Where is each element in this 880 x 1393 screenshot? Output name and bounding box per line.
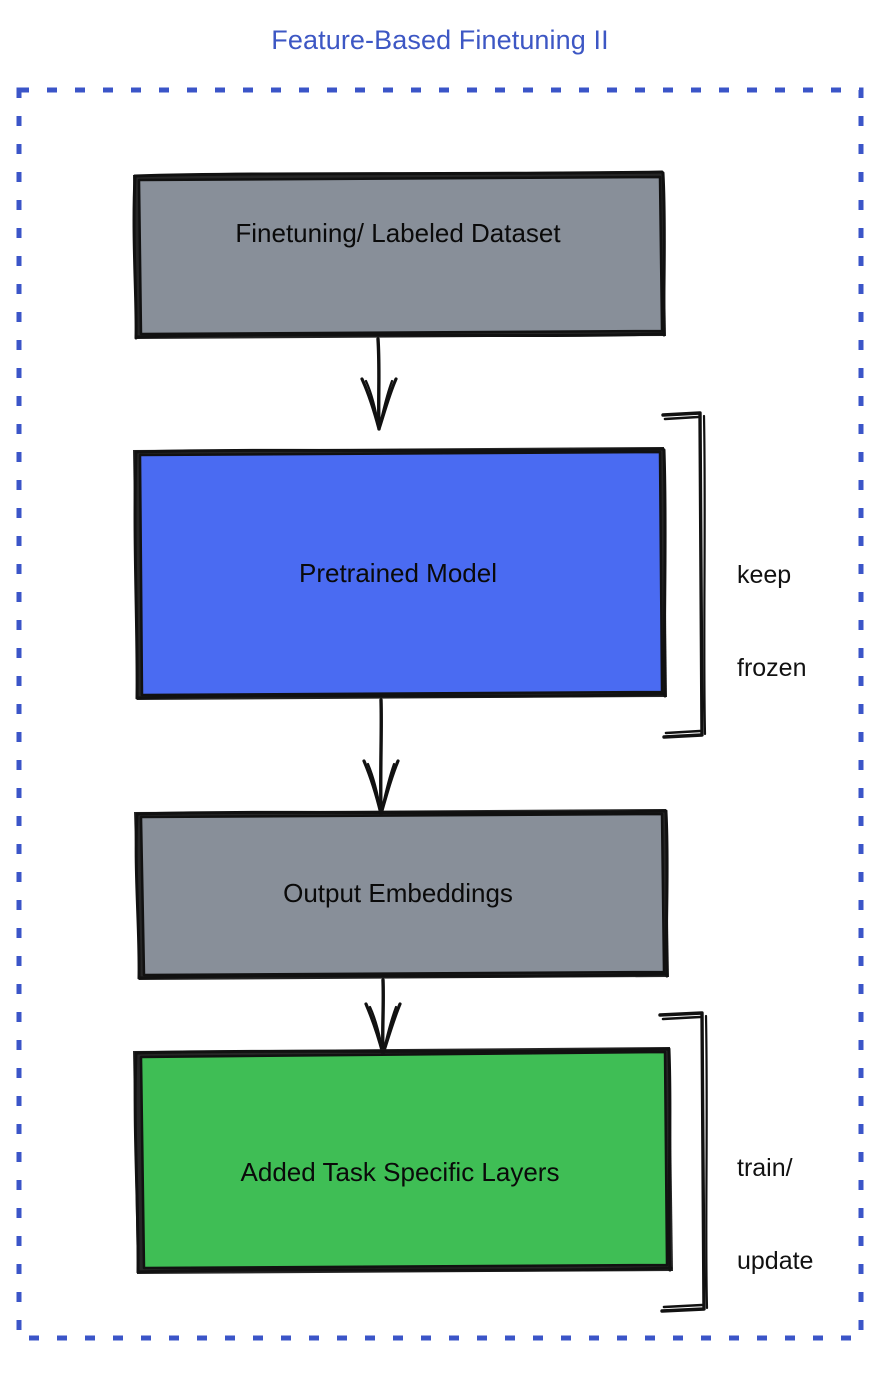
node-pretrained-sketch-edge-top xyxy=(134,447,665,454)
node-pretrained-sketch-edge-right xyxy=(662,448,667,698)
node-embeddings[interactable] xyxy=(134,809,669,980)
node-dataset[interactable] xyxy=(132,170,666,340)
node-added-layers-sketch-edge-right xyxy=(667,1048,672,1272)
edge-1-arrow-down xyxy=(360,337,398,431)
node-dataset-sketch-edge-bottom xyxy=(135,332,665,339)
annotation-train-update-line2: update xyxy=(737,1247,814,1276)
annotation-keep-frozen: keep frozen xyxy=(737,497,806,747)
node-pretrained-sketch-edge-bottom xyxy=(135,692,666,700)
node-dataset-sketch-edge-left xyxy=(132,174,138,340)
node-pretrained-sketch-edge-left xyxy=(133,450,139,700)
annotation-train-update-line1: train/ xyxy=(737,1153,793,1182)
node-pretrained-body xyxy=(138,450,664,697)
node-added-layers[interactable] xyxy=(133,1047,673,1274)
node-embeddings-sketch-edge-bottom xyxy=(137,972,669,980)
node-dataset-body xyxy=(137,175,664,336)
node-dataset-sketch-edge-right xyxy=(661,171,666,337)
node-pretrained[interactable] xyxy=(133,447,667,700)
page-title: Feature-Based Finetuning II xyxy=(271,25,609,55)
node-added-layers-sketch-edge-top xyxy=(134,1047,671,1055)
annotation-train-update: train/ update xyxy=(737,1090,813,1340)
bracket-train-update xyxy=(658,1011,709,1313)
annotation-keep-frozen-line1: keep xyxy=(737,560,792,589)
node-dataset-sketch-edge-top xyxy=(133,170,664,178)
annotation-keep-frozen-line2: frozen xyxy=(737,654,807,683)
node-embeddings-sketch-edge-right xyxy=(664,810,669,978)
node-added-layers-body xyxy=(139,1050,669,1270)
node-embeddings-sketch-edge-left xyxy=(134,812,141,980)
dashed-outer-frame xyxy=(16,87,864,1341)
bracket-keep-frozen xyxy=(661,411,707,739)
edge-2-arrow-down xyxy=(362,698,400,816)
node-embeddings-body xyxy=(139,812,666,977)
node-added-layers-sketch-edge-bottom xyxy=(136,1266,673,1274)
edge-3-arrow-down xyxy=(364,978,402,1056)
node-added-layers-sketch-edge-left xyxy=(133,1051,140,1274)
node-embeddings-sketch-edge-top xyxy=(135,809,668,816)
